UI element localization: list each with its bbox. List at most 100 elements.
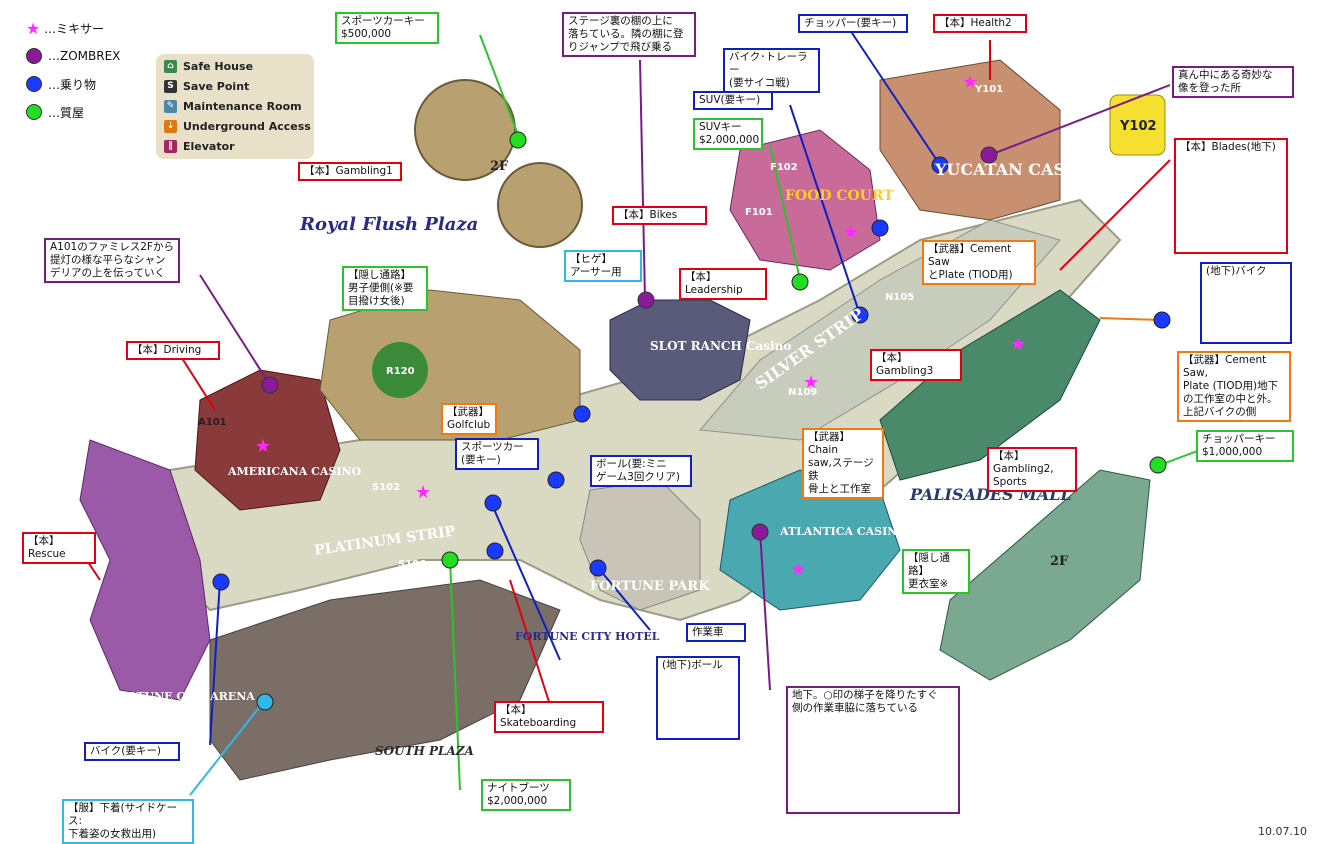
label-statue: 真ん中にある奇妙な 像を登った所 [1172, 66, 1294, 98]
label-night-boots: ナイトブーツ $2,000,000 [481, 779, 571, 811]
label-cement1: 【武器】Cement Saw とPlate (TIOD用) [922, 240, 1036, 285]
mixer-star-4: ★ [803, 372, 819, 393]
underground-access-icon: ⇣ [164, 119, 177, 133]
royal-flush-title: Royal Flush Plaza [299, 214, 478, 235]
label-ball: ボール(要:ミニ ゲーム3回クリア) [590, 455, 692, 487]
label-chopper: チョッパー(要キー) [798, 14, 908, 33]
south-plaza-title: SOUTH PLAZA [375, 744, 474, 758]
palisades-floor [879, 289, 1101, 481]
legend-mixer: ★ …ミキサー [26, 18, 105, 38]
label-bike-trailer: バイク･トレーラー (要サイコ戦) [723, 48, 820, 93]
label-chainsaw: 【武器】Chain saw,ステージ鉄 骨上と工作室 [802, 428, 884, 499]
room-y101: Y101 [974, 84, 1003, 95]
legend-pawn: …質屋 [26, 98, 120, 126]
label-chopper-key: チョッパーキー $1,000,000 [1196, 430, 1294, 462]
label-bikes: 【本】Bikes [612, 206, 707, 225]
pawn-markers [441, 131, 1167, 569]
room-s106: S106 [398, 559, 426, 570]
save-point-icon: S [164, 79, 177, 93]
fortune-hotel-title: FORTUNE CITY HOTEL [515, 630, 660, 643]
label-beard: 【ヒゲ】 アーサー用 [564, 250, 642, 282]
legend-vehicle: …乗り物 [26, 70, 120, 98]
purple-dot-icon [26, 48, 42, 64]
mixer-star-5: ★ [255, 436, 271, 457]
room-y102: Y102 [1119, 119, 1157, 134]
fortune-arena-title: FORTUNE CITY ARENA [110, 690, 255, 703]
mixer-star-3: ★ [1010, 334, 1026, 355]
key-safe-house: ⌂Safe House [156, 56, 314, 76]
label-bike-key: バイク(要キー) [84, 742, 180, 761]
label-underground-note: 地下。○印の梯子を降りたすぐ 側の作業車脇に落ちている [786, 686, 960, 814]
label-work-car: 作業車 [686, 623, 746, 642]
zombrex-markers [261, 146, 998, 541]
leader-lines [79, 29, 1201, 796]
r120-circle [372, 342, 428, 398]
star-icon: ★ [26, 18, 41, 38]
label-skateboarding: 【本】Skateboarding [494, 701, 604, 733]
label-sports-car-key: スポーツカーキー $500,000 [335, 12, 439, 44]
atlantica-title: ATLANTICA CASINO [779, 525, 907, 538]
label-stage-back: ステージ裏の棚の上に 落ちている。隣の棚に登 りジャンプで飛び乗る [562, 12, 696, 57]
room-n105: N105 [885, 292, 914, 303]
upper-octagon-b [497, 162, 583, 248]
label-driving: 【本】Driving [126, 341, 220, 360]
room-r120: R120 [386, 366, 415, 377]
maintenance-room-icon: ✎ [164, 99, 177, 113]
fortune-park-title: FORTUNE PARK [590, 579, 710, 594]
label-blades: 【本】Blades(地下) [1174, 138, 1288, 254]
key-underground: ⇣Underground Access [156, 116, 314, 136]
legend: ★ …ミキサー …ZOMBREX …乗り物 …質屋 [26, 14, 120, 126]
label-under-ball: (地下)ボール [656, 656, 740, 740]
label-gambling1: 【本】Gambling1 [298, 162, 402, 181]
mixer-star-6: ★ [415, 482, 431, 503]
label-rescue: 【本】Rescue [22, 532, 96, 564]
food-court-floor [729, 129, 881, 271]
upper-octagon-a [414, 79, 516, 181]
label-health2: 【本】Health2 [933, 14, 1027, 33]
label-sports-car: スポーツカー (要キー) [455, 438, 539, 470]
mixer-star-2: ★ [843, 222, 859, 243]
map-date: 10.07.10 [1258, 825, 1307, 838]
palisades-2f-floor [939, 469, 1151, 681]
mixer-star-7: ★ [790, 559, 806, 580]
yucatan-title: YUCATAN CASINO [934, 160, 1101, 179]
key-elevator: ∥Elevator [156, 136, 314, 156]
mixer-star-1: ★ [962, 72, 978, 93]
label-suv-key: SUVキー $2,000,000 [693, 118, 763, 150]
label-gambling2: 【本】Gambling2, Sports [987, 447, 1077, 492]
americana-floor [194, 369, 341, 511]
americana-title: AMERICANA CASINO [227, 465, 362, 478]
room-n109: N109 [788, 387, 817, 398]
yucatan-floor [879, 59, 1061, 221]
label-under-bike: (地下)バイク [1200, 262, 1292, 344]
label-secret1: 【隠し通路】 男子便側(※要 目撥け女後) [342, 266, 428, 311]
slot-ranch-title: SLOT RANCH Casino [650, 339, 791, 353]
mixer-markers: ★ ★ ★ ★ ★ ★ ★ [255, 72, 1026, 580]
room-f102: F102 [770, 162, 798, 173]
room-f101: F101 [745, 207, 773, 218]
blue-dot-icon [26, 76, 42, 92]
arena-floor [79, 439, 211, 701]
room-s102: S102 [372, 482, 400, 493]
floor-2f-a: 2F [490, 159, 509, 174]
food-court-title: FOOD COURT [785, 188, 894, 204]
vehicle-markers [212, 156, 1171, 711]
label-a101-note: A101のファミレス2Fから 提灯の様な平らなシャン デリアの上を伝っていく [44, 238, 180, 283]
legend-zombrex: …ZOMBREX [26, 42, 120, 70]
label-gambling3: 【本】Gambling3 [870, 349, 962, 381]
green-dot-icon [26, 104, 42, 120]
floor-2f-b: 2F [1050, 554, 1069, 569]
label-suv: SUV(要キー) [693, 91, 773, 110]
label-leadership: 【本】Leadership [679, 268, 767, 300]
slot-ranch-floor [609, 299, 751, 401]
y102-block [1109, 94, 1166, 156]
label-cement2: 【武器】Cement Saw, Plate (TIOD用)地下 の工作室の中と外… [1177, 351, 1291, 422]
safe-house-icon: ⌂ [164, 59, 177, 73]
room-a101: A101 [198, 417, 227, 428]
elevator-icon: ∥ [164, 139, 177, 153]
label-secret2: 【隠し通路】 更衣室※ [902, 549, 970, 594]
key-maintenance: ✎Maintenance Room [156, 96, 314, 116]
